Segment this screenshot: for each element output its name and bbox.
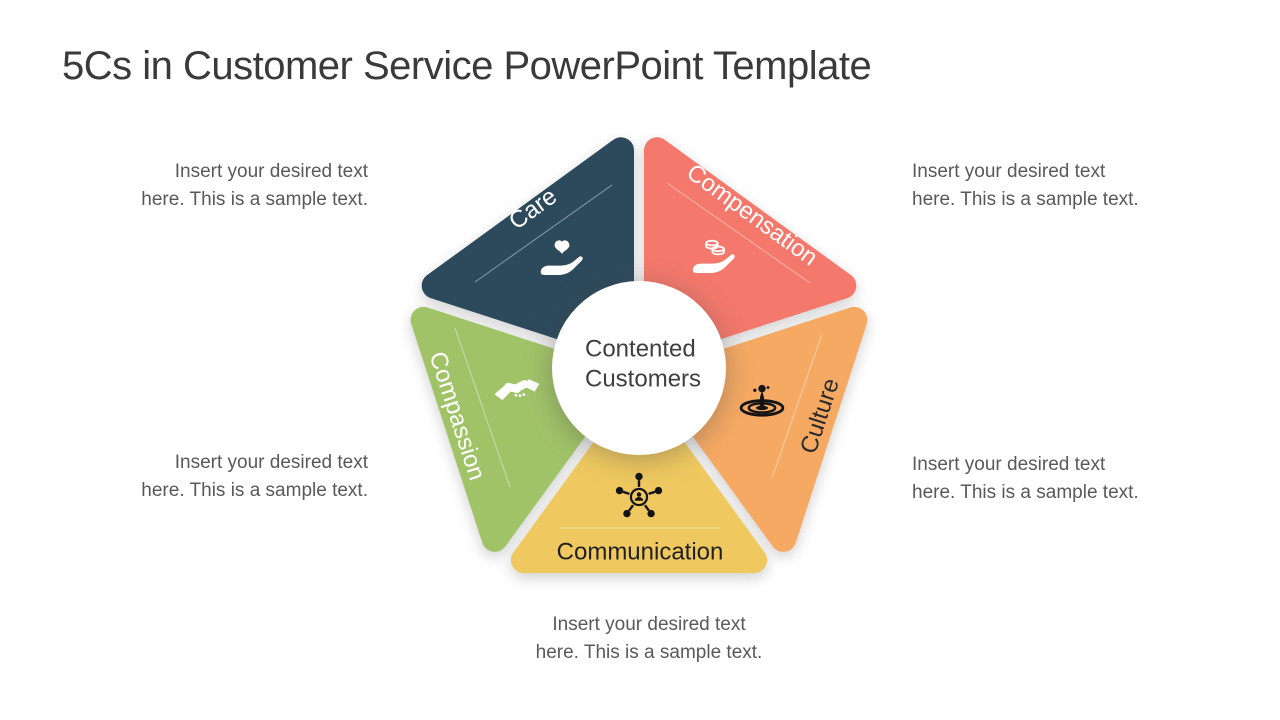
placeholder-line: Insert your desired text xyxy=(552,614,746,635)
placeholder-line: here. This is a sample text. xyxy=(535,642,763,663)
placeholder-text-mid-left[interactable]: Insert your desired text here. This is a… xyxy=(100,449,368,505)
segment-communication-decoration: Communication xyxy=(557,472,724,566)
placeholder-line: here. This is a sample text. xyxy=(912,189,1139,210)
slide-title[interactable]: 5Cs in Customer Service PowerPoint Templ… xyxy=(62,44,872,88)
placeholder-text-mid-right[interactable]: Insert your desired text here. This is a… xyxy=(912,451,1184,507)
segment-shape-compensation[interactable] xyxy=(644,137,857,360)
handshake-icon xyxy=(494,379,540,401)
placeholder-line: here. This is a sample text. xyxy=(141,480,368,501)
placeholder-line: here. This is a sample text. xyxy=(912,482,1139,503)
center-circle[interactable]: Contented Customers xyxy=(552,281,726,455)
segment-shape-care[interactable] xyxy=(421,137,634,360)
people-network-icon xyxy=(615,472,663,518)
hand-holding-coins-icon xyxy=(692,239,735,274)
water-ripple-icon xyxy=(739,384,785,417)
placeholder-line: Insert your desired text xyxy=(912,454,1106,475)
placeholder-text-top-right[interactable]: Insert your desired text here. This is a… xyxy=(912,158,1184,214)
hand-holding-heart-icon xyxy=(540,240,583,276)
center-circle-shape[interactable] xyxy=(552,281,726,455)
placeholder-line: here. This is a sample text. xyxy=(141,189,368,210)
care-divider-line xyxy=(474,184,613,283)
compensation-divider-line xyxy=(666,182,811,284)
placeholder-text-top-left[interactable]: Insert your desired text here. This is a… xyxy=(100,158,368,214)
placeholder-line: Insert your desired text xyxy=(912,161,1106,182)
placeholder-line: Insert your desired text xyxy=(174,452,368,473)
pentagon-diagram: Care Compensation Culture xyxy=(410,137,868,574)
center-text-line2: Customers xyxy=(585,366,701,393)
placeholder-line: Insert your desired text xyxy=(174,161,368,182)
segment-label-communication[interactable]: Communication xyxy=(557,539,724,566)
center-text-line1: Contented xyxy=(585,336,696,363)
culture-divider-line xyxy=(771,333,823,479)
placeholder-text-bottom-center[interactable]: Insert your desired text here. This is a… xyxy=(504,611,794,667)
compassion-divider-line xyxy=(454,327,511,488)
